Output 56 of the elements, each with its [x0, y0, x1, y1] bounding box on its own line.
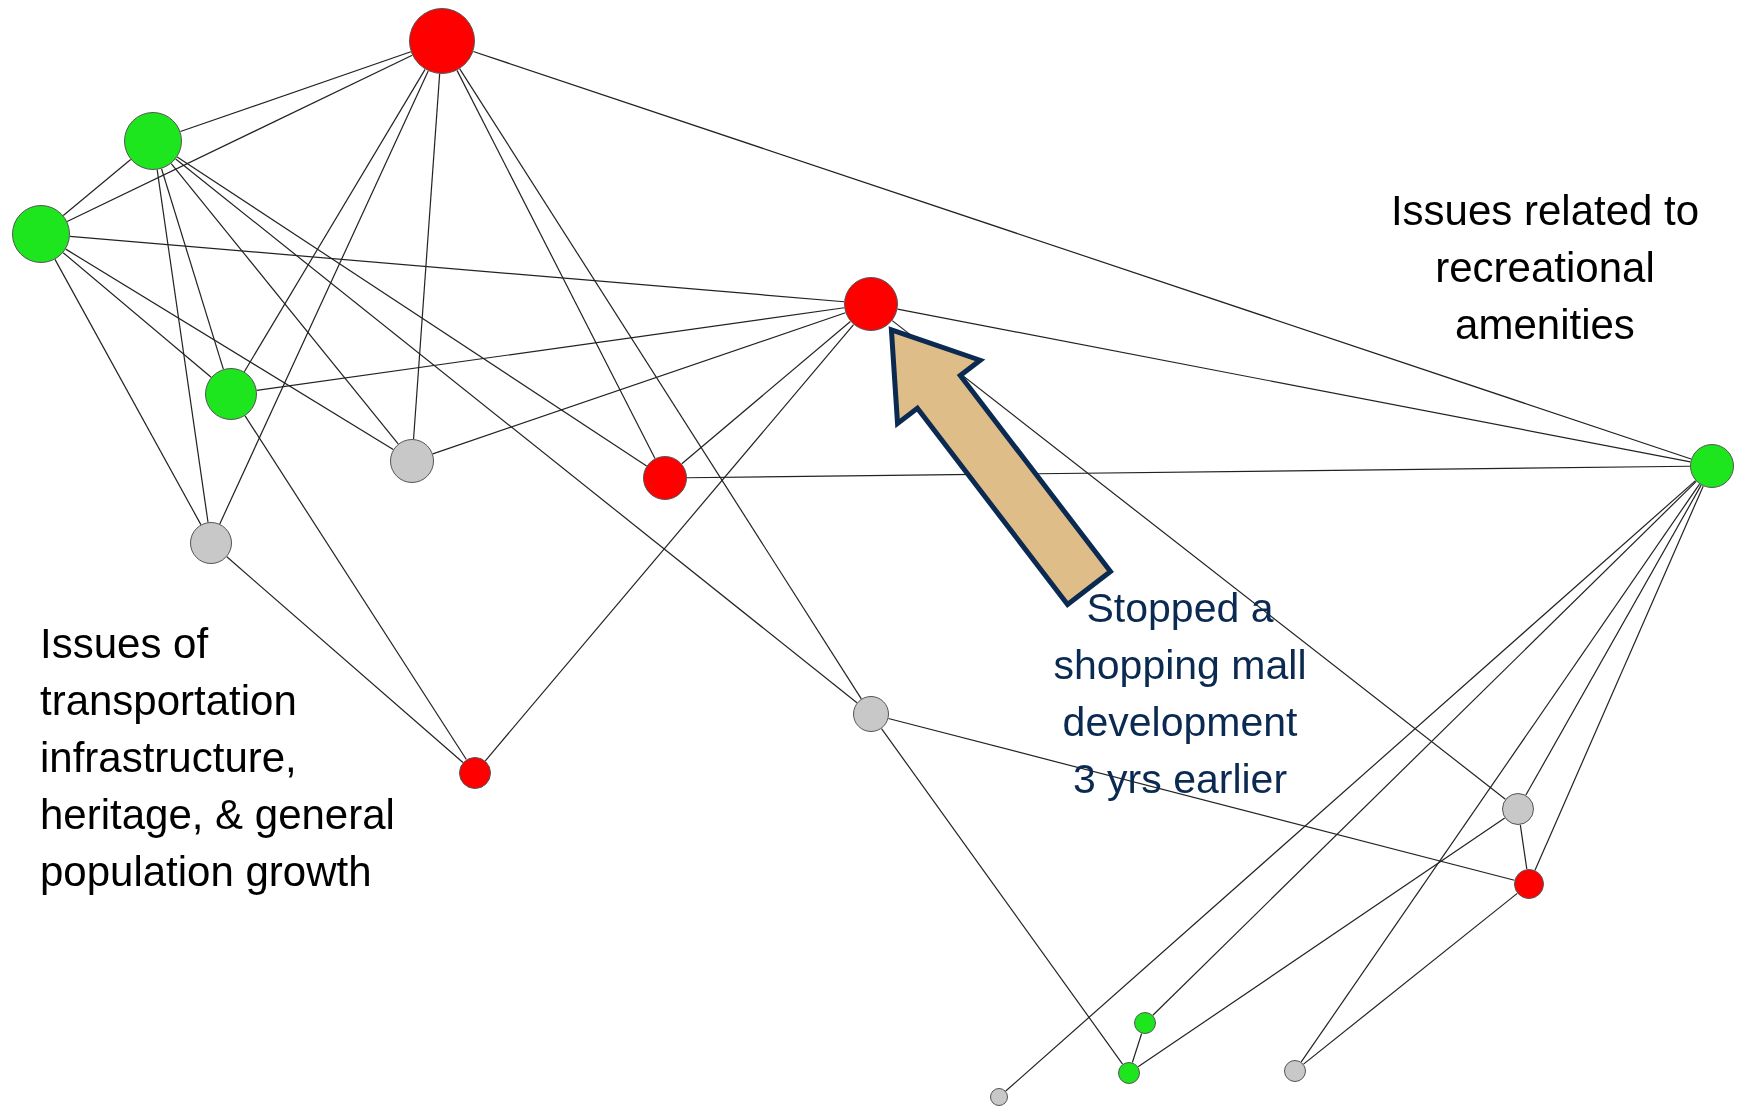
network-node-circle: [190, 522, 232, 564]
connector-line: [179, 51, 412, 133]
connector-line: [175, 158, 858, 704]
connector-line: [256, 307, 845, 391]
network-node-circle: [1118, 1062, 1140, 1084]
network-node-circle: [1134, 1012, 1156, 1034]
connector-line: [244, 415, 467, 761]
network-node-circle: [124, 112, 182, 170]
connector-line: [1525, 484, 1702, 796]
connector-line: [1519, 824, 1528, 870]
network-node-circle: [459, 757, 491, 789]
connector-line: [160, 168, 224, 370]
network-node-circle: [1502, 793, 1534, 825]
connector-line: [219, 70, 429, 525]
connector-line: [484, 324, 855, 762]
connector-line: [243, 68, 426, 373]
connector-line: [170, 162, 399, 445]
connector-line: [1303, 892, 1518, 1065]
connector-line: [1300, 483, 1701, 1063]
network-node-circle: [853, 696, 889, 732]
connector-line: [412, 73, 441, 440]
network-node-circle: [390, 439, 434, 483]
connector-line: [62, 158, 132, 217]
connector-line: [891, 320, 1506, 800]
connector-line: [681, 320, 851, 465]
connector-line: [226, 556, 464, 764]
block-arrow: [888, 326, 1114, 608]
connector-line: [66, 54, 413, 222]
connector-line: [686, 465, 1691, 479]
connector-line: [887, 717, 1516, 881]
connector-line: [69, 235, 845, 303]
network-node-circle: [990, 1088, 1008, 1106]
annotation-text: Issues of transportation infrastructure, heritage, & general population growth: [40, 619, 396, 897]
connector-line: [456, 69, 656, 459]
connector-line: [65, 248, 394, 451]
connector-line: [896, 308, 1691, 463]
connector-line: [880, 728, 1124, 1065]
network-node-circle: [1284, 1060, 1306, 1082]
network-node-circle: [205, 368, 257, 420]
network-node-circle: [1690, 444, 1734, 488]
connector-line: [1534, 485, 1704, 871]
connector-line: [54, 258, 202, 526]
connector-line: [62, 252, 212, 378]
connector-line: [1152, 480, 1697, 1016]
connector-line: [1137, 817, 1506, 1068]
connector-line: [1005, 479, 1697, 1092]
connector-line: [472, 50, 1692, 460]
connector-line: [176, 156, 648, 467]
connector-line: [459, 68, 862, 700]
connector-line: [432, 312, 847, 455]
connector-line: [1131, 1032, 1143, 1064]
annotation-text: Issues related to recreational amenities: [1389, 186, 1701, 350]
network-node-circle: [844, 277, 898, 331]
network-node-circle: [643, 456, 687, 500]
network-node-circle: [1514, 869, 1544, 899]
connector-line: [156, 169, 209, 523]
